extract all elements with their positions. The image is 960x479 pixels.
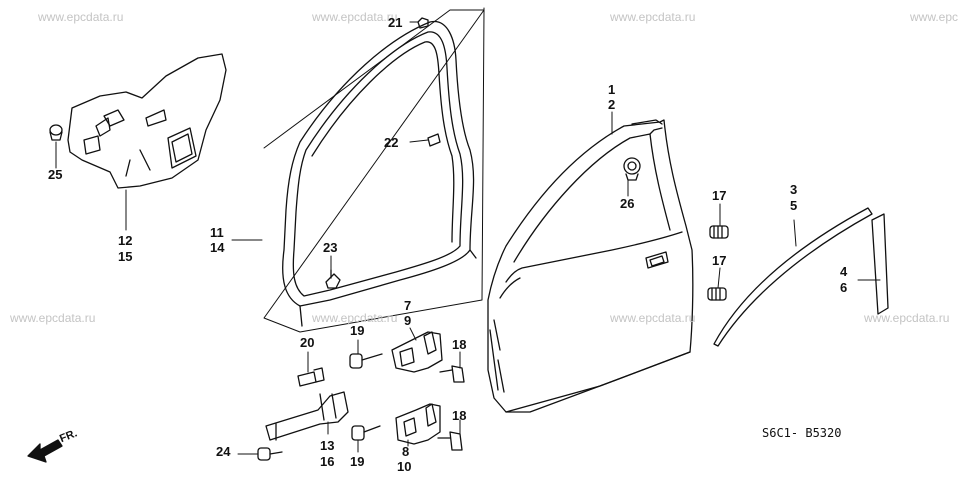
watermark: www.epcdata.ru <box>864 311 950 325</box>
bolt-18-lower <box>437 431 463 451</box>
bolt-19-upper <box>349 353 383 369</box>
leader-lines <box>55 21 881 455</box>
part-label: 22 <box>384 135 399 150</box>
watermark: www.epcdata.ru <box>312 311 398 325</box>
watermark: www.epc <box>910 10 959 24</box>
part-label: 23 <box>323 240 338 255</box>
part-label: 10 <box>397 459 412 474</box>
sash-molding <box>713 207 873 347</box>
grommet-26 <box>623 157 641 181</box>
part-label: 19 <box>350 454 365 469</box>
door-insulator <box>67 53 227 189</box>
part-label: 1 <box>608 82 616 97</box>
watermark: www.epcdata.ru <box>610 311 696 325</box>
part-label: 12 <box>118 233 133 248</box>
clip-23 <box>325 269 341 289</box>
watermark: www.epcdata.ru <box>38 10 124 24</box>
clip-21 <box>417 17 429 29</box>
part-label: 2 <box>608 97 616 112</box>
part-label: 6 <box>840 280 848 295</box>
part-label: 7 <box>404 298 412 313</box>
bolt-20 <box>297 367 325 387</box>
clip-17-upper <box>709 225 729 239</box>
bolt-19-lower <box>351 425 381 441</box>
part-label: 3 <box>790 182 798 197</box>
part-label: 11 <box>210 225 224 240</box>
watermark: www.epcdata.ru <box>312 10 398 24</box>
part-label: 26 <box>620 196 635 211</box>
diagram-code: S6C1- B5320 <box>762 426 842 440</box>
part-label: 18 <box>452 408 467 423</box>
part-label: 15 <box>118 249 133 264</box>
part-label: 19 <box>350 323 365 338</box>
part-label: 14 <box>210 240 225 255</box>
part-label: 17 <box>712 253 727 268</box>
clip-17-lower <box>707 287 727 301</box>
door-weatherstrip <box>282 21 477 327</box>
clip-22 <box>427 133 441 147</box>
part-label: 24 <box>216 444 231 459</box>
part-label: 21 <box>388 15 403 30</box>
part-label: 5 <box>790 198 798 213</box>
front-door-panel <box>487 119 694 413</box>
part-label: 18 <box>452 337 467 352</box>
pillar-garnish <box>871 213 889 315</box>
upper-hinge <box>391 331 443 373</box>
clip-25 <box>49 124 63 141</box>
front-arrow-icon <box>27 439 63 463</box>
part-label: 9 <box>404 313 412 328</box>
part-label: 17 <box>712 188 727 203</box>
part-label: 25 <box>48 167 63 182</box>
bolt-18-upper <box>439 365 465 383</box>
part-label: 4 <box>840 264 848 279</box>
bolt-24 <box>257 447 283 461</box>
door-checker <box>265 391 349 441</box>
part-label: 8 <box>402 444 410 459</box>
part-label: 20 <box>300 335 315 350</box>
weatherstrip-box <box>263 7 485 333</box>
part-label: 13 <box>320 438 335 453</box>
lower-hinge <box>395 403 441 445</box>
watermark: www.epcdata.ru <box>610 10 696 24</box>
part-label: 16 <box>320 454 335 469</box>
watermark: www.epcdata.ru <box>10 311 96 325</box>
